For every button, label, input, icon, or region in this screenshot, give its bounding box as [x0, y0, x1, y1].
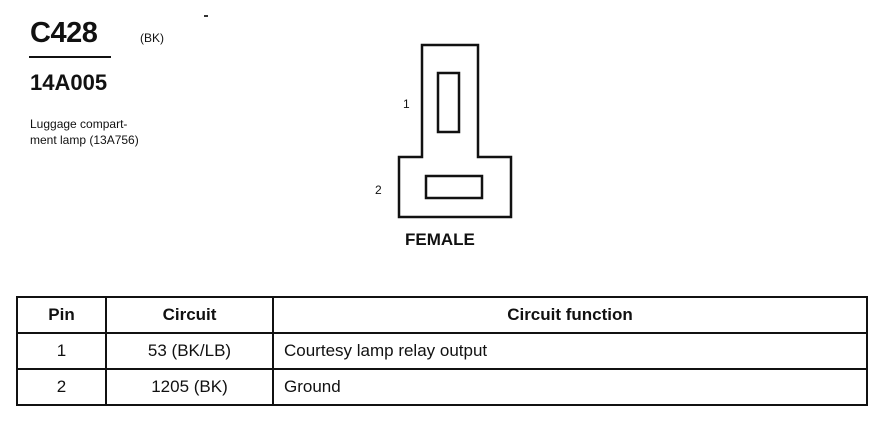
pin-1-label: 1 [403, 97, 410, 111]
circuit-cell: 1205 (BK) [105, 368, 274, 406]
table-row: 2 1205 (BK) Ground [16, 368, 868, 406]
connector-view-label: FEMALE [405, 230, 475, 249]
column-header-circuit: Circuit [105, 296, 274, 334]
pin-2-terminal-cavity [424, 174, 484, 200]
stray-mark [204, 15, 208, 17]
description-line-1: Luggage compart- [30, 117, 128, 131]
pin-cell: 1 [16, 332, 107, 370]
pin-cell: 2 [16, 368, 107, 406]
connector-color-code: (BK) [140, 31, 164, 45]
connector-face-diagram: 1 2 [375, 43, 513, 219]
connector-id: C428 [30, 17, 98, 49]
pinout-table: Pin Circuit Circuit function 1 53 (BK/LB… [16, 296, 868, 406]
circuit-function-cell: Courtesy lamp relay output [272, 332, 868, 370]
description-line-2: ment lamp (13A756) [30, 133, 139, 147]
circuit-function-cell: Ground [272, 368, 868, 406]
table-header-row: Pin Circuit Circuit function [16, 296, 868, 334]
connector-id-underline [29, 56, 111, 58]
column-header-circuit-function: Circuit function [272, 296, 868, 334]
circuit-cell: 53 (BK/LB) [105, 332, 274, 370]
component-description: Luggage compart- ment lamp (13A756) [30, 116, 180, 148]
pin-2-label: 2 [375, 183, 382, 197]
column-header-pin: Pin [16, 296, 107, 334]
part-number: 14A005 [30, 70, 108, 95]
pin-1-terminal-cavity [436, 71, 461, 134]
table-row: 1 53 (BK/LB) Courtesy lamp relay output [16, 332, 868, 370]
